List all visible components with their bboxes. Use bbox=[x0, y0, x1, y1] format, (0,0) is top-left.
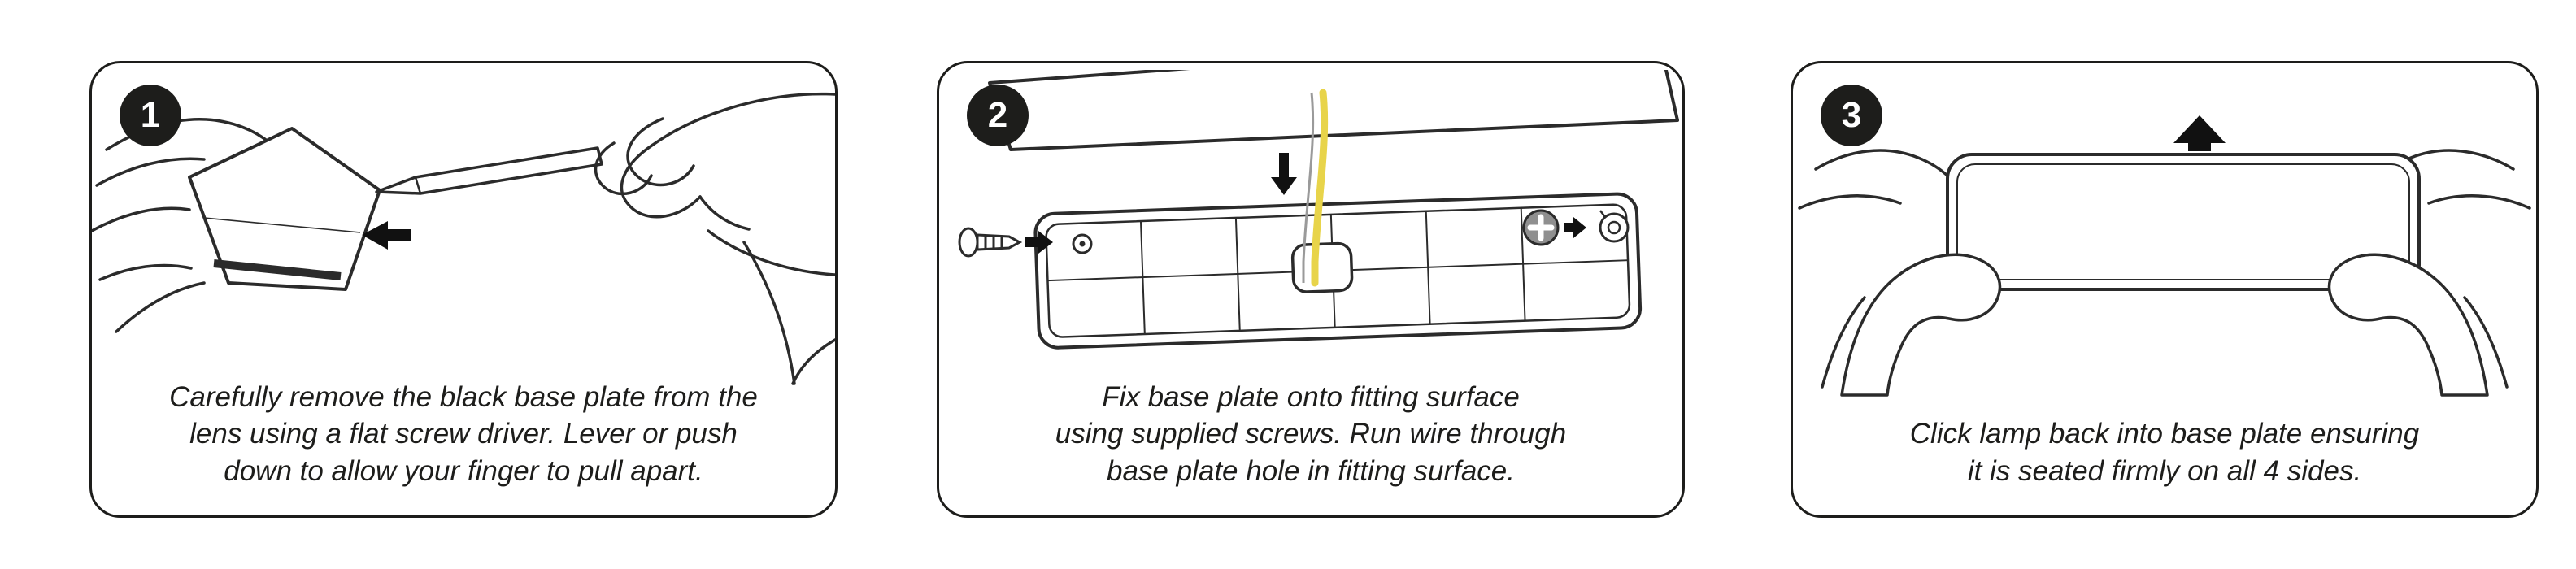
step-1-badge: 1 bbox=[120, 85, 181, 146]
step-panel-3: 3 bbox=[1791, 61, 2539, 518]
screw-icon bbox=[958, 227, 1023, 258]
phillips-screw-head-icon bbox=[1522, 209, 1560, 246]
step-3-illustration bbox=[1798, 115, 2531, 397]
push-left-arrow-icon bbox=[362, 221, 411, 250]
screw-hole-left bbox=[1072, 233, 1093, 254]
step-2-number: 2 bbox=[987, 95, 1008, 135]
screw-right-arrow-icon bbox=[1025, 231, 1053, 254]
caption-line: it is seated firmly on all 4 sides. bbox=[1967, 454, 2362, 487]
step-1-caption: Carefully remove the black base plate fr… bbox=[100, 379, 827, 490]
lamp bbox=[1946, 153, 2421, 291]
caption-line: Fix base plate onto fitting surface bbox=[1102, 380, 1520, 413]
caption-line: Click lamp back into base plate ensuring bbox=[1909, 418, 2420, 450]
click-up-arrow-icon bbox=[2174, 115, 2226, 151]
caption-line: Carefully remove the black base plate fr… bbox=[169, 380, 758, 413]
step-1-number: 1 bbox=[140, 95, 161, 135]
base-plate bbox=[1033, 192, 1643, 350]
wire-hole bbox=[1290, 241, 1354, 293]
screwdriver bbox=[375, 146, 603, 195]
fitting-surface bbox=[988, 70, 1679, 151]
step-3-caption: Click lamp back into base plate ensuring… bbox=[1801, 415, 2528, 489]
caption-line: lens using a flat screw driver. Lever or… bbox=[189, 418, 738, 450]
keyhole-right-arrow-icon bbox=[1564, 217, 1586, 238]
caption-line: down to allow your finger to pull apart. bbox=[224, 454, 703, 487]
caption-line: using supplied screws. Run wire through bbox=[1055, 418, 1567, 450]
step-3-badge: 3 bbox=[1821, 85, 1882, 146]
step-panel-1: 1 bbox=[89, 61, 838, 518]
left-thumb bbox=[1840, 253, 2002, 397]
wire-down-arrow-icon bbox=[1271, 153, 1297, 195]
caption-line: base plate hole in fitting surface. bbox=[1107, 454, 1515, 487]
lens bbox=[188, 127, 381, 291]
step-3-number: 3 bbox=[1841, 95, 1862, 135]
step-1-illustration bbox=[92, 92, 835, 385]
wire-gray bbox=[1302, 92, 1315, 283]
wire-yellow bbox=[1311, 89, 1329, 287]
keyhole-icon bbox=[1599, 210, 1630, 243]
step-panel-2: 2 bbox=[937, 61, 1685, 518]
right-hand bbox=[594, 92, 835, 385]
step-2-badge: 2 bbox=[967, 85, 1029, 146]
right-thumb bbox=[2327, 253, 2489, 397]
step-2-caption: Fix base plate onto fitting surface usin… bbox=[947, 379, 1674, 490]
step-2-illustration bbox=[958, 70, 1679, 350]
